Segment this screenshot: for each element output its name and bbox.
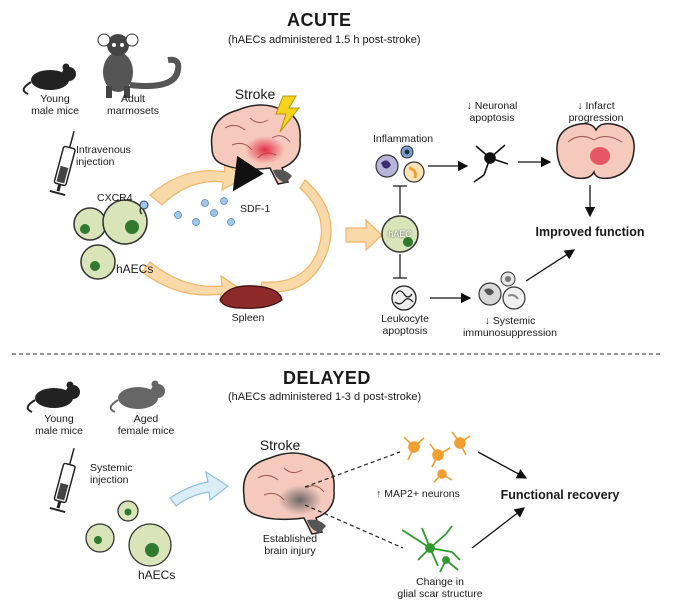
brain-icon [242,452,335,535]
syringe-icon [49,130,76,197]
delivery-arrow [169,470,230,507]
mouse-icon [26,381,80,413]
inhibition-lines [393,185,407,279]
down-arrow: ↓ [484,315,490,327]
acute-title: ACUTE [287,10,352,30]
immune-cells [478,271,526,310]
inflammation-label: Inflammation [372,133,434,145]
neuronal-apoptosis-label: ↓ Neuronal apoptosis [452,100,532,124]
mouse-icon-aged [109,380,165,413]
mouse-icon [22,63,76,95]
spleen-icon [219,285,283,309]
glial-scar-label: Change in glial scar structure [397,576,483,600]
leukocyte-apoptosis-label: Leukocyte apoptosis [381,313,429,337]
arrow-neurons-to-recovery [477,451,528,479]
systemic-immunosuppression-label: ↓ Systemic immunosuppression [455,315,565,339]
infarct-progression-text: Infarct progression [568,100,624,124]
infarct-progression-label: ↓ Infarct progression [556,100,636,124]
delayed-subtitle: (hAECs administered 1-3 d post-stroke) [228,391,422,403]
dashed-line-glia [304,504,404,549]
hAEC-cluster [73,199,149,280]
hub-label: hAEC [388,229,412,239]
stroke-label: Stroke [259,437,301,453]
dashed-line-neurons [304,451,401,488]
hAEC-hub [381,215,419,253]
sdf1-release-arrow [232,155,264,192]
neuronal-apoptosis-text: Neuronal apoptosis [469,100,518,124]
down-arrow: ↓ [577,100,583,112]
cells-label: hAECs [116,262,154,276]
stroke-label: Stroke [234,86,276,102]
map2-neurons-label: ↑ MAP2+ neurons [368,488,468,500]
animal-label-aged-mice: Aged female mice [117,413,175,437]
hAEC-cluster [85,500,172,567]
spleen-label: Spleen [231,312,265,324]
animal-label-marmosets: Adult marmosets [107,93,159,117]
acute-subtitle: (hAECs administered 1.5 h post-stroke) [228,34,421,46]
map2-neurons-text: MAP2+ neurons [384,488,460,500]
neuron-icon [473,144,509,183]
lightning-icon [275,95,301,133]
improved-function-label: Improved function [535,225,645,239]
inflammatory-cells [375,145,425,183]
marmoset-icon [97,33,182,98]
route-label: Systemic injection [90,462,133,486]
sdf1-molecules [174,197,235,226]
animal-label-mice: Young male mice [31,93,79,117]
systemic-immunosuppression-text: Systemic immunosuppression [463,315,557,339]
sdf1-label: SDF-1 [240,203,271,215]
functional-recovery-label: Functional recovery [500,488,620,502]
arrow-systemic-to-improved [525,249,576,282]
neuron-cluster [403,431,471,483]
cells-label: hAECs [138,568,176,582]
syringe-icon [49,447,76,514]
up-arrow: ↑ [376,488,382,500]
delayed-title: DELAYED [283,368,371,388]
delivery-arrows [141,160,383,304]
down-arrow: ↓ [466,100,472,112]
arrow-glia-to-recovery [471,507,526,549]
receptor-label: CXCR4 [97,192,133,204]
glial-cell-icon [401,525,461,573]
route-label: Intravenous injection [76,144,131,168]
animal-label-young-mice: Young male mice [35,413,83,437]
injury-label: Established brain injury [262,533,318,557]
coronal-brain-icon [556,122,635,180]
leukocyte-icon [391,285,417,311]
